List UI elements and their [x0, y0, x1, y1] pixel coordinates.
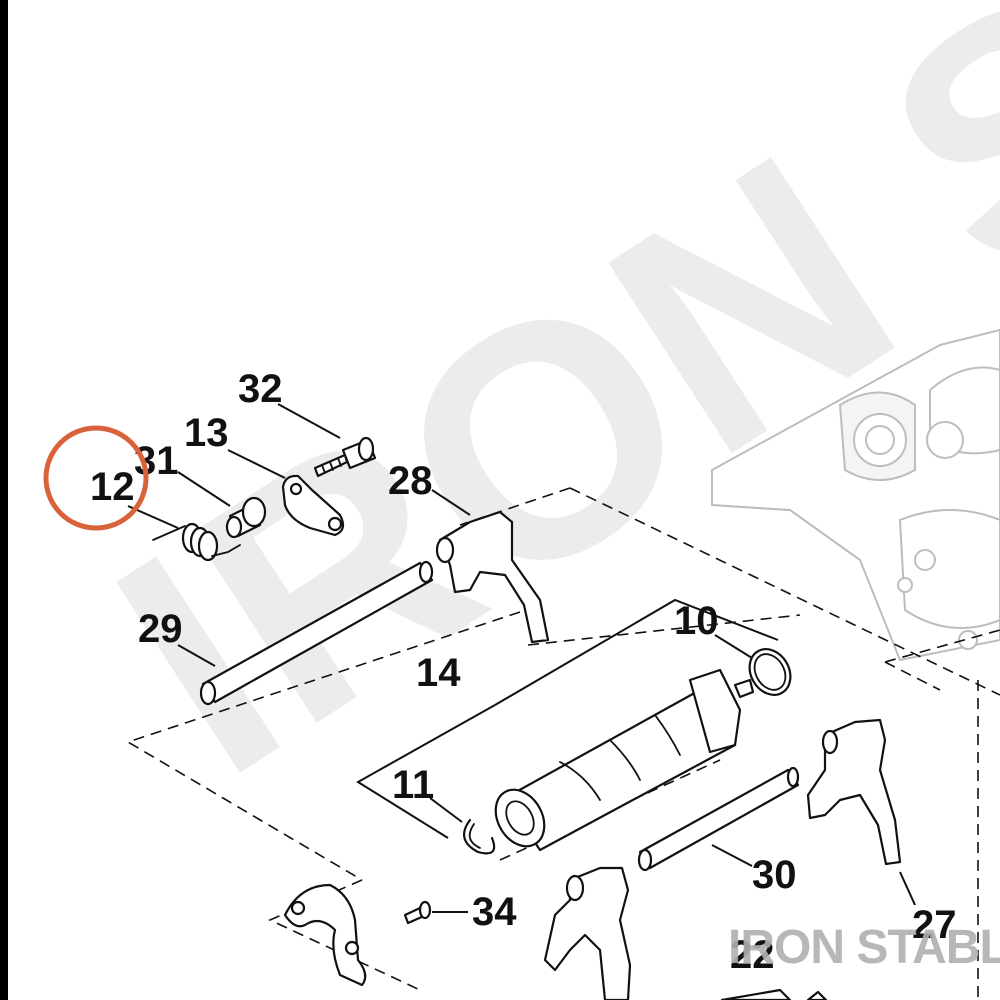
leader-31	[177, 471, 231, 507]
leader-28	[431, 489, 471, 516]
part-22-fragment	[720, 988, 828, 1000]
callout-11: 11	[392, 763, 434, 807]
callout-30: 30	[752, 853, 797, 897]
leader-13	[227, 449, 286, 479]
part-ring-11	[462, 818, 496, 855]
leader-11	[429, 797, 463, 823]
part-fork-28	[435, 510, 550, 644]
left-edge-bar	[0, 0, 8, 1000]
part-lower-bracket	[283, 883, 367, 987]
callout-22: 22	[730, 933, 775, 977]
housing-ghost	[711, 329, 1000, 661]
callout-32: 32	[238, 367, 283, 411]
callout-27: 27	[912, 903, 957, 947]
callout-28: 28	[388, 459, 433, 503]
callout-14: 14	[416, 651, 461, 695]
part-bushing-31	[225, 496, 267, 539]
part-lower-fork	[543, 866, 632, 1000]
part-shaft-30	[637, 766, 800, 872]
highlight-circle	[43, 425, 149, 531]
callout-29: 29	[138, 607, 183, 651]
part-screw-34	[403, 900, 432, 925]
group-brackets	[356, 598, 779, 839]
callout-34: 34	[472, 890, 517, 934]
part-bracket-13	[281, 474, 345, 537]
part-spring-12	[152, 522, 241, 562]
callout-12: 12	[90, 465, 135, 509]
callout-13: 13	[184, 411, 229, 455]
leader-10	[714, 634, 753, 659]
part-drum-14	[494, 668, 755, 852]
callout-10: 10	[674, 599, 719, 643]
leader-29	[177, 644, 216, 667]
part-shaft-29	[199, 560, 434, 706]
leader-27	[899, 871, 916, 906]
callout-labels: 32 13 31 12 28 29 10 14 11 30 34 27 22	[90, 367, 957, 977]
footer-watermark: IRON STABLE	[728, 921, 1000, 974]
leader-30	[711, 844, 753, 867]
part-bolt-32	[313, 436, 377, 478]
part-ring-10	[748, 648, 792, 696]
leader-32	[277, 403, 341, 439]
part-fork-27	[806, 718, 902, 866]
